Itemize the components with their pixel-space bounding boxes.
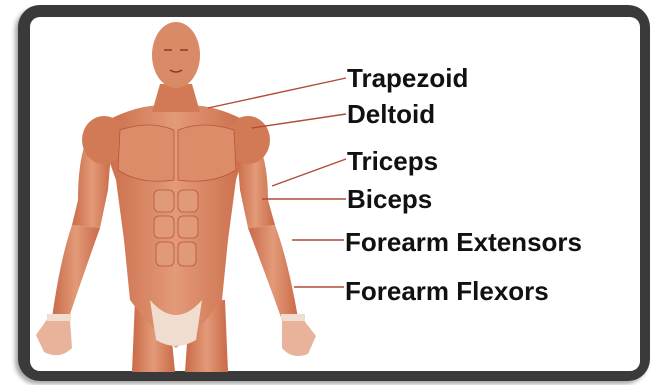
leader-deltoid bbox=[252, 114, 346, 128]
right-wrist-band bbox=[281, 314, 305, 321]
label-forearm-extensors: Forearm Extensors bbox=[345, 229, 582, 255]
head bbox=[152, 22, 200, 88]
right-forearm bbox=[248, 225, 298, 320]
right-hand bbox=[282, 318, 316, 356]
right-pectoral bbox=[178, 125, 236, 181]
label-forearm-flexors: Forearm Flexors bbox=[345, 278, 549, 304]
left-wrist-band bbox=[47, 314, 71, 321]
neck bbox=[152, 84, 200, 112]
leader-trapezoid bbox=[208, 78, 346, 108]
label-triceps: Triceps bbox=[347, 148, 438, 174]
label-deltoid: Deltoid bbox=[347, 101, 435, 127]
leader-triceps bbox=[272, 159, 346, 186]
label-biceps: Biceps bbox=[347, 186, 432, 212]
left-pectoral bbox=[118, 125, 174, 181]
label-trapezoid: Trapezoid bbox=[347, 65, 468, 91]
left-hand bbox=[36, 318, 72, 355]
left-forearm bbox=[52, 225, 100, 320]
